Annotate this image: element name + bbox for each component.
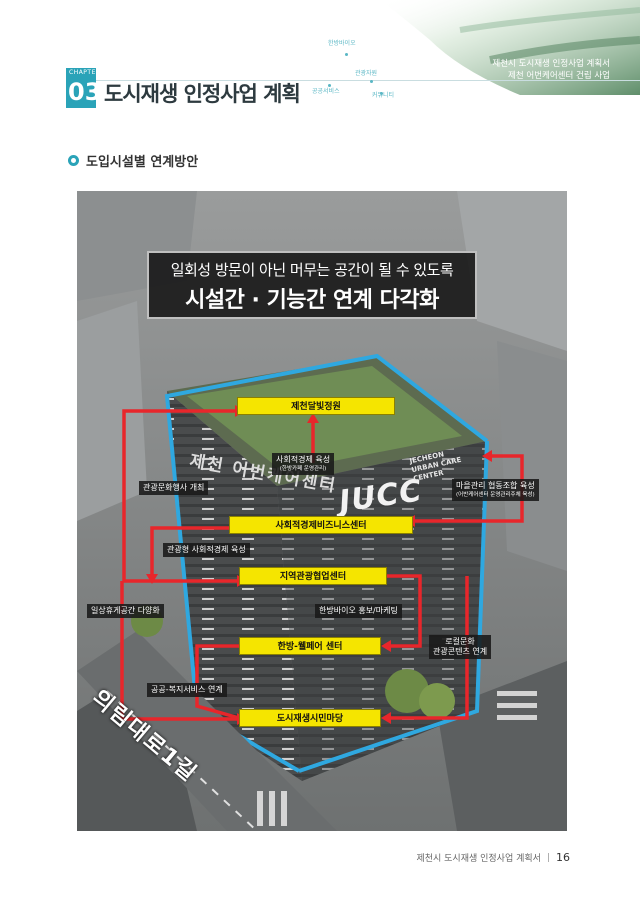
link-local-culture: 로컬문화 관광콘텐츠 연계	[429, 635, 492, 659]
chapter-title: 도시재생 인정사업 계획	[104, 81, 301, 106]
facility-tourism-center: 지역관광협업센터	[239, 567, 387, 585]
facility-wellness-center: 한방-웰페어 센터	[239, 637, 381, 655]
header-subtitle: 제천시 도시재생 인정사업 계획서 제천 어번케어센터 건립 사업	[492, 58, 610, 82]
link-sublabel: (어반케어센터 운영관리주체 육성)	[456, 492, 535, 498]
header-watercolor-art	[380, 0, 640, 95]
chapter-badge: CHAPTER 03	[66, 68, 101, 108]
keyword-dot	[345, 53, 348, 56]
keyword-label: 커뮤니티	[372, 92, 395, 99]
keyword-label: 한방바이오	[328, 40, 356, 47]
page-number: 16	[556, 851, 570, 864]
keyword-label: 공공서비스	[312, 88, 340, 95]
link-bio-marketing: 한방바이오 홍보/마케팅	[315, 604, 402, 618]
facility-garden: 제천달빛정원	[237, 397, 395, 415]
link-label: 관광콘텐츠 연계	[433, 647, 488, 656]
bullet-icon	[68, 155, 79, 166]
header-subtitle-line: 제천 어번케어센터 건립 사업	[508, 71, 610, 81]
facility-linkage-figure: 일회성 방문이 아닌 머무는 공간이 될 수 있도록 시설간 · 기능간 연계 …	[77, 191, 567, 831]
link-public-welfare: 공공-복지서비스 연계	[147, 683, 227, 697]
link-label: 사회적경제 육성	[276, 455, 331, 464]
link-label: 로컬문화	[445, 637, 475, 646]
header-rule	[66, 80, 640, 81]
link-culture-events: 관광문화행사 개최	[139, 481, 209, 495]
link-label: 마을관리 협동조합 육성	[456, 481, 535, 490]
facility-plaza: 도시재생시민마당	[239, 709, 381, 727]
banner-line-1: 일회성 방문이 아닌 머무는 공간이 될 수 있도록	[170, 261, 454, 279]
facility-social-center: 사회적경제비즈니스센터	[229, 516, 413, 534]
header-subtitle-line: 제천시 도시재생 인정사업 계획서	[492, 59, 610, 69]
keyword-dot	[370, 80, 373, 83]
banner-line-2: 시설간 · 기능간 연계 다각화	[185, 288, 439, 313]
keyword-dot	[328, 84, 331, 87]
chapter-number: 03	[68, 78, 102, 106]
keyword-label: 관광자원	[355, 70, 378, 77]
link-sublabel: (한방카페 운영관리)	[279, 466, 327, 472]
section-heading: 도입시설별 연계방안	[68, 151, 198, 170]
headline-banner: 일회성 방문이 아닌 머무는 공간이 될 수 있도록 시설간 · 기능간 연계 …	[147, 251, 477, 319]
link-social-economy: 사회적경제 육성 (한방카페 운영관리)	[272, 453, 335, 475]
section-heading-text: 도입시설별 연계방안	[86, 155, 199, 170]
link-village-coop: 마을관리 협동조합 육성 (어반케어센터 운영관리주체 육성)	[452, 479, 539, 501]
footer-separator: |	[546, 852, 550, 863]
chapter-label: CHAPTER	[69, 69, 101, 76]
link-daily-rest: 일상휴게공간 다양화	[87, 604, 164, 618]
footer-doc-title: 제천시 도시재생 인정사업 계획서	[416, 854, 541, 864]
link-tourism-social: 관광형 사회적경제 육성	[163, 543, 250, 557]
page-footer: 제천시 도시재생 인정사업 계획서 | 16	[416, 851, 570, 864]
keyword-dot	[380, 92, 383, 95]
